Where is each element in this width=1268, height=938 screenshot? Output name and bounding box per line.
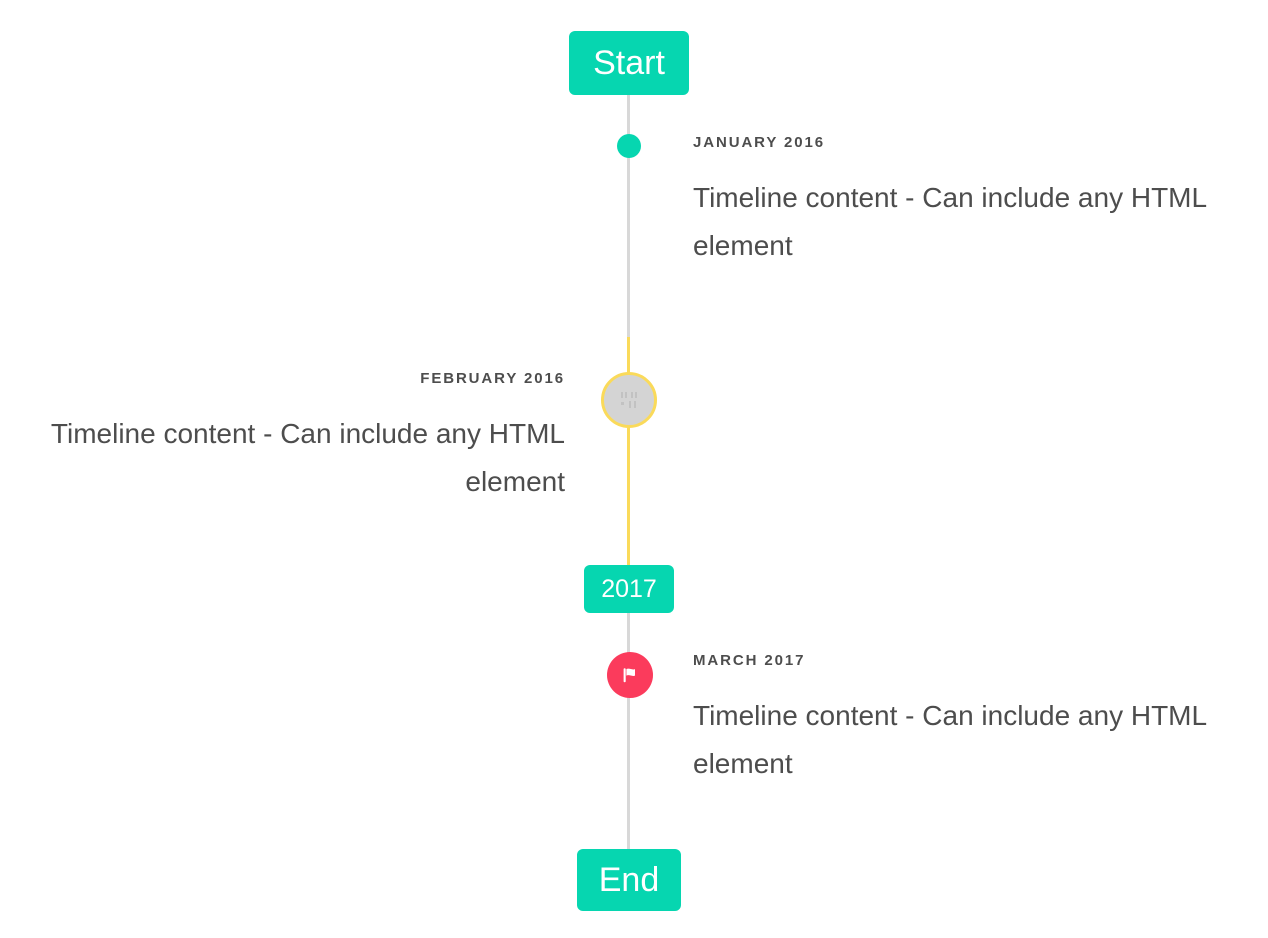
broken-image-icon <box>620 391 638 409</box>
timeline-entry-body: Timeline content - Can include any HTML … <box>693 700 1207 780</box>
flag-icon <box>623 668 635 683</box>
timeline-entry-body: Timeline content - Can include any HTML … <box>50 418 565 498</box>
timeline-line-segment-top <box>627 95 630 337</box>
timeline-line-segment-yellow-upper <box>627 337 630 377</box>
timeline-entry-body: Timeline content - Can include any HTML … <box>693 182 1207 262</box>
timeline-entry-february: February 2016 Timeline content - Can inc… <box>35 370 565 506</box>
timeline-entry-date: January 2016 <box>693 134 826 151</box>
dot-marker[interactable] <box>617 134 641 158</box>
broken-image-marker[interactable] <box>601 372 657 428</box>
timeline-entry-date: February 2016 <box>420 370 565 387</box>
timeline-end-badge[interactable]: End <box>577 849 681 911</box>
timeline-year-badge[interactable]: 2017 <box>584 565 674 613</box>
timeline-entry-date: March 2017 <box>693 652 806 669</box>
timeline-line-segment-bottom <box>627 613 630 853</box>
flag-marker[interactable] <box>607 652 653 698</box>
timeline-entry-march: March 2017 Timeline content - Can includ… <box>693 652 1223 788</box>
timeline-start-badge[interactable]: Start <box>569 31 689 95</box>
timeline-line-segment-yellow-lower <box>627 423 630 565</box>
timeline-entry-january: January 2016 Timeline content - Can incl… <box>693 134 1223 270</box>
